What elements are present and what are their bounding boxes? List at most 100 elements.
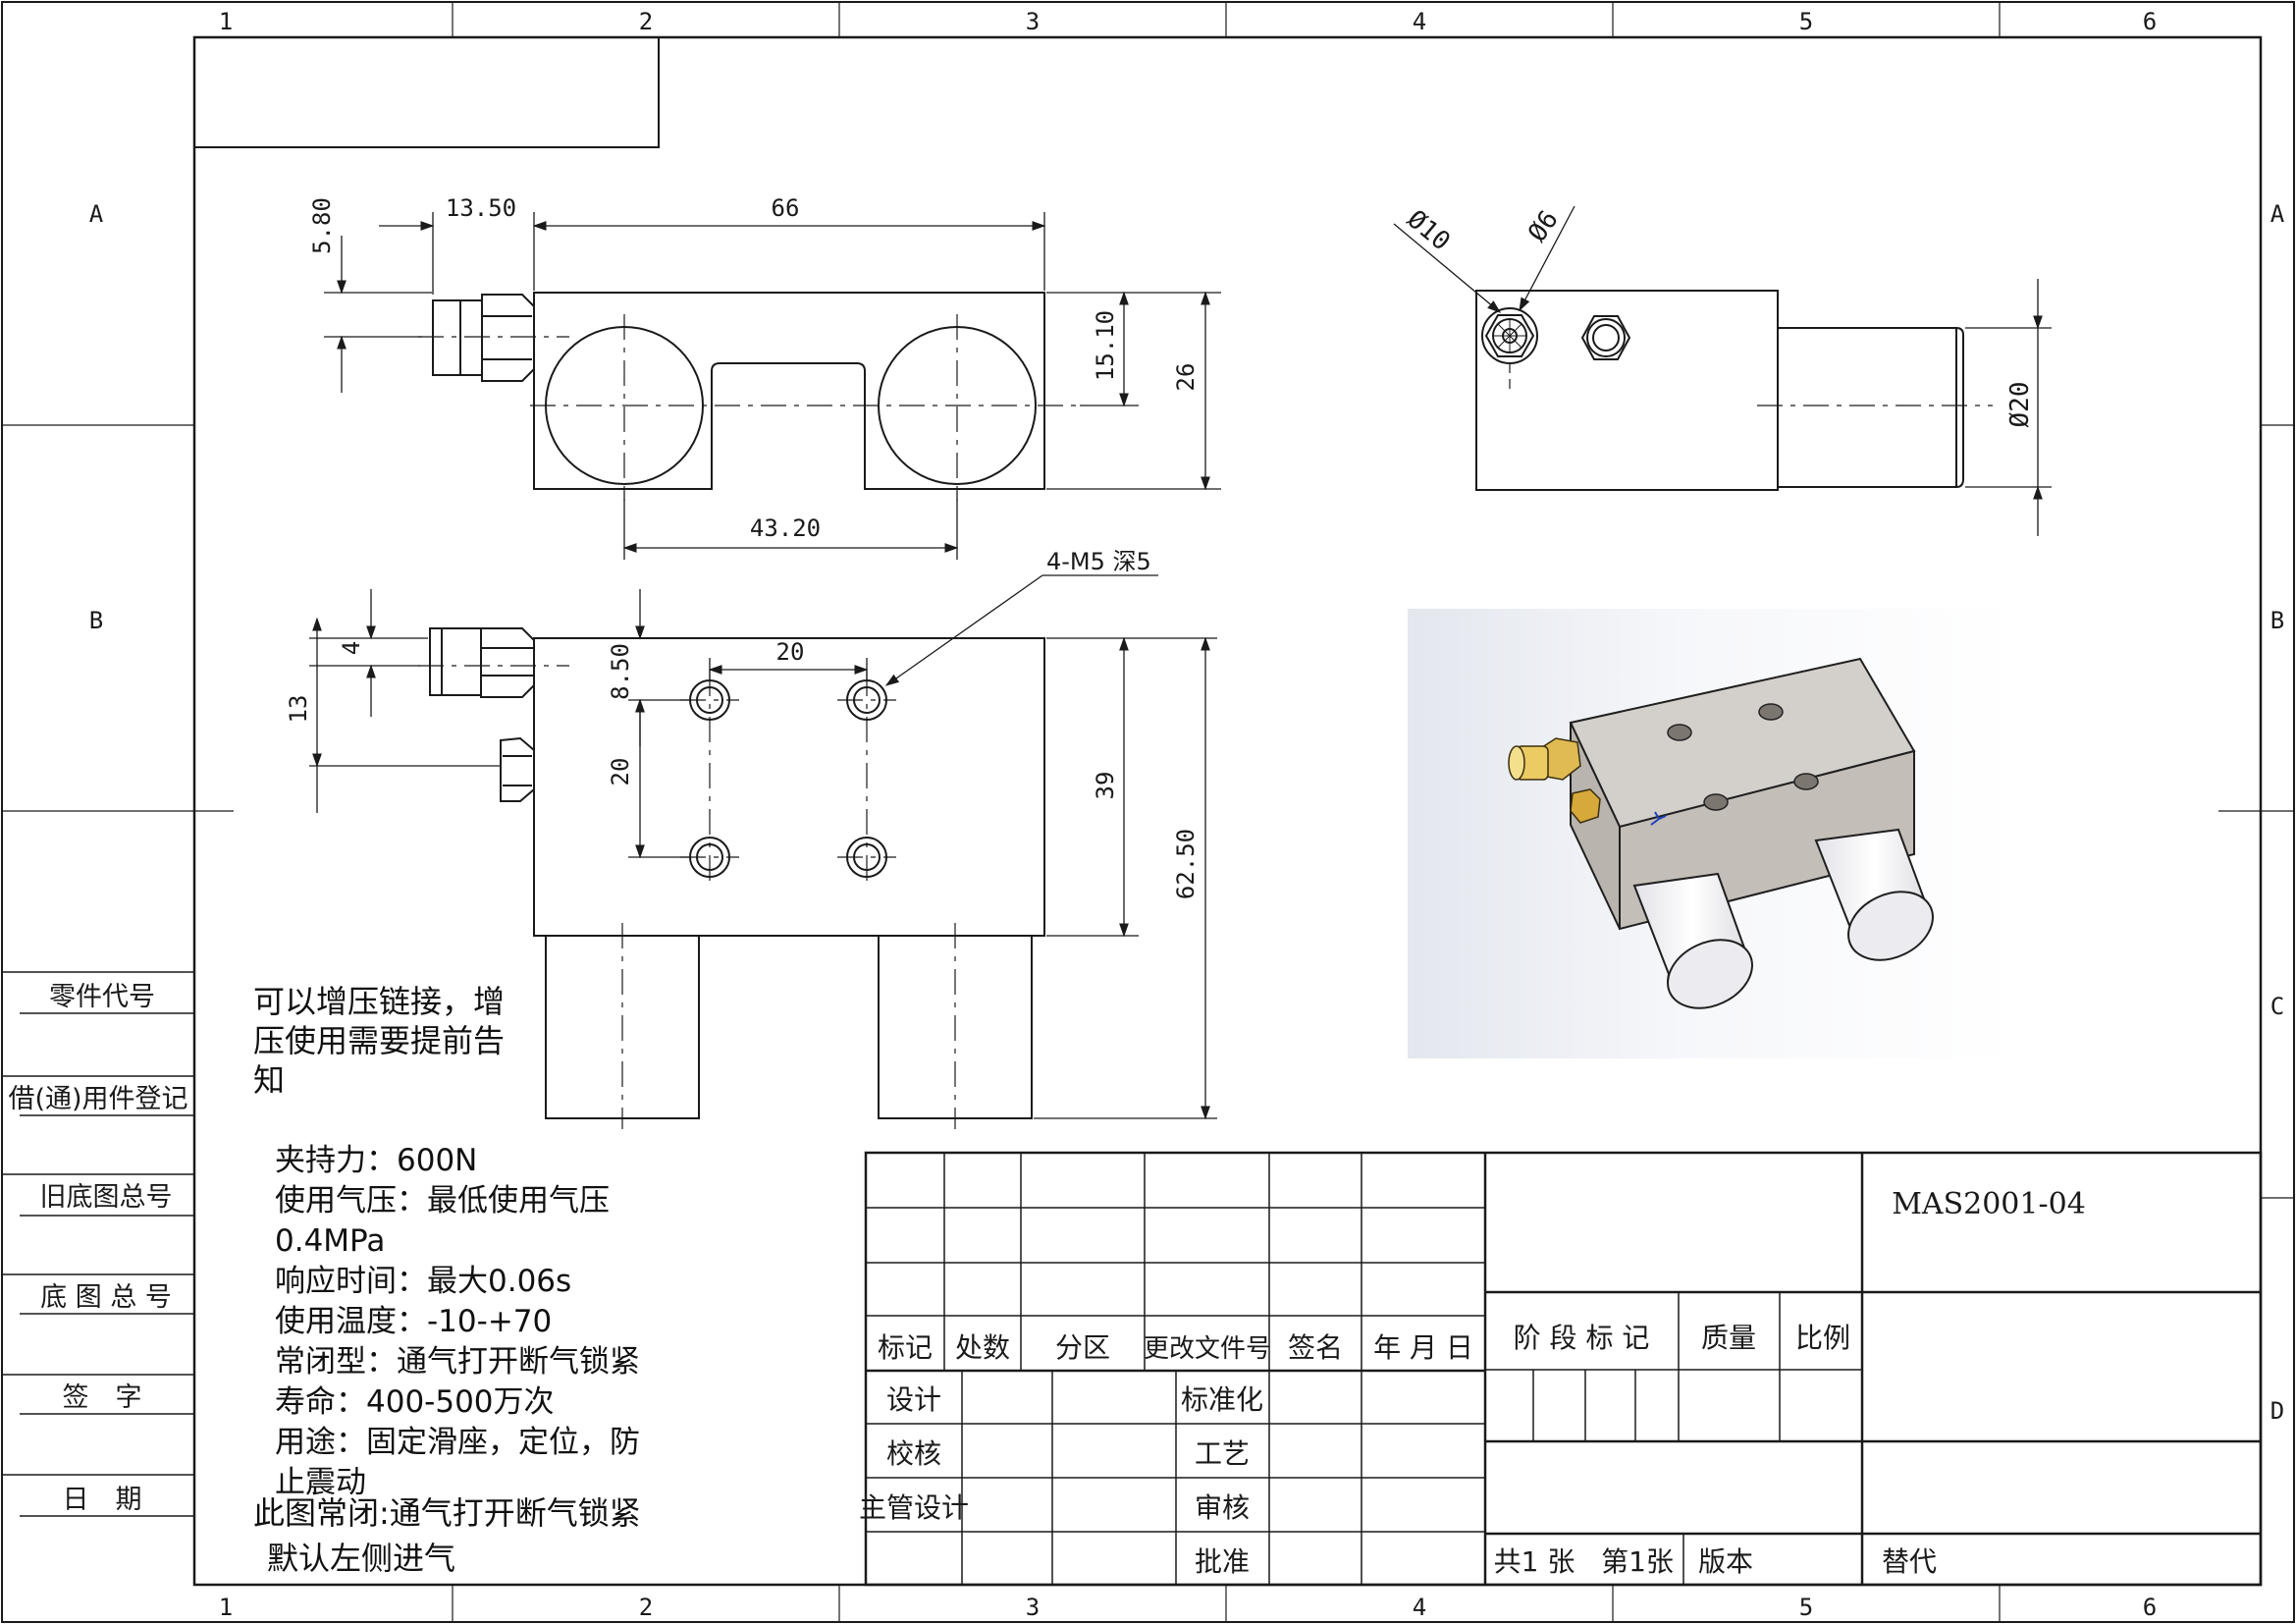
front-view-dimensions (324, 212, 1221, 560)
dim-20-horizontal: 20 (776, 638, 805, 666)
top-view (418, 627, 1045, 1129)
dim-dia-20: Ø20 (2005, 382, 2035, 428)
dim-dia-10: Ø10 (1402, 204, 1456, 256)
spec-line: 用途：固定滑座，定位，防 (275, 1425, 640, 1460)
scale-header: 比例 (1795, 1322, 1850, 1354)
dim-13: 13 (285, 695, 312, 724)
stage-mark-header: 阶 段 标 记 (1514, 1322, 1650, 1354)
role-review: 审核 (1195, 1491, 1250, 1524)
side-view-cylinder (1778, 327, 1964, 488)
dim-5-80: 5.80 (308, 197, 336, 254)
zone-col-3: 3 (1026, 8, 1040, 35)
role-design: 设计 (886, 1383, 941, 1416)
dim-4: 4 (338, 641, 365, 655)
header-signature: 签名 (1288, 1331, 1343, 1364)
dim-15-10: 15.10 (1092, 310, 1119, 381)
title-block (864, 1151, 2263, 1587)
closing-note-line: 默认左侧进气 (267, 1540, 456, 1577)
zone-col-6: 6 (2143, 8, 2157, 35)
spec-line: 0.4MPa (275, 1223, 386, 1259)
render-cylinder-left (1632, 872, 1753, 1009)
borrowed-part-label: 借(通)用件登记 (8, 1084, 187, 1114)
sheet-total: 共1 张 (1494, 1545, 1575, 1578)
zone-row-b-right: B (2270, 607, 2284, 634)
signature-label: 签 字 (63, 1382, 142, 1413)
render-fitting (1508, 737, 1601, 824)
spec-line: 夹持力：600N (275, 1143, 478, 1178)
version-label: 版本 (1698, 1545, 1753, 1578)
header-zone: 分区 (1055, 1331, 1110, 1364)
drawing-number: MAS2001-04 (1892, 1187, 2086, 1221)
spec-line: 止震动 (275, 1465, 366, 1500)
spec-line: 寿命：400-500万次 (275, 1384, 555, 1420)
dim-dia-6: Ø6 (1522, 205, 1565, 247)
base-total-label: 底 图 总 号 (40, 1282, 172, 1313)
spec-list: 夹持力：600N 使用气压：最低使用气压 0.4MPa 响应时间：最大0.06s… (275, 1141, 640, 1503)
role-standardization: 标准化 (1181, 1383, 1263, 1416)
zone-row-b-left: B (89, 607, 103, 634)
left-side-labels: 零件代号 借(通)用件登记 旧底图总号 底 图 总 号 签 字 日 期 (8, 982, 187, 1515)
render-cylinder-right (1814, 828, 1934, 961)
isometric-render (1408, 609, 2018, 1058)
title-block-text: 标记 处数 分区 更改文件号 签名 年 月 日 设计 校核 主管设计 标准化 工… (859, 1187, 2086, 1578)
sheet-number: 第1张 (1601, 1545, 1674, 1578)
closing-note: 此图常闭:通气打开断气锁紧 默认左侧进气 (253, 1490, 641, 1581)
dim-8-50: 8.50 (607, 643, 634, 700)
dim-20-vertical: 20 (607, 758, 634, 786)
dim-66: 66 (772, 194, 800, 222)
part-code-label: 零件代号 (49, 982, 155, 1012)
dim-26: 26 (1172, 363, 1200, 392)
closing-note-line: 此图常闭:通气打开断气锁紧 (253, 1494, 641, 1532)
zone-row-d-right: D (2270, 1397, 2284, 1425)
dim-62-50: 62.50 (1172, 829, 1200, 899)
role-lead-design: 主管设计 (859, 1491, 969, 1524)
side-view-body (1475, 290, 1779, 491)
zone-labels: 1 2 3 4 5 6 1 2 3 4 5 6 A B A B C D (89, 8, 2285, 1621)
dim-43-20: 43.20 (750, 514, 821, 542)
header-count: 处数 (955, 1331, 1010, 1364)
pressure-note: 可以增压链接，增 压使用需要提前告 知 (253, 982, 505, 1100)
dim-39: 39 (1092, 772, 1119, 800)
zone-col-1-bottom: 1 (219, 1594, 233, 1621)
role-approve: 批准 (1195, 1545, 1250, 1578)
thread-callout: 4-M5 深5 (1046, 548, 1151, 575)
thread-holes (689, 679, 887, 878)
old-base-label: 旧底图总号 (40, 1182, 173, 1213)
left-side-table (2, 971, 194, 1517)
pressure-note-line: 可以增压链接，增 (253, 983, 506, 1020)
mass-header: 质量 (1701, 1322, 1756, 1354)
front-view (418, 292, 1080, 501)
zone-row-a-left: A (89, 200, 104, 228)
side-view-dimensions (1393, 205, 2052, 536)
side-view (1475, 290, 1993, 491)
zone-col-5-bottom: 5 (1799, 1594, 1813, 1621)
top-view-dim-text: 4 13 8.50 20 20 39 62.50 4-M5 深5 (285, 548, 1200, 899)
role-process: 工艺 (1195, 1437, 1250, 1470)
zone-col-5: 5 (1799, 8, 1813, 35)
zone-col-2-bottom: 2 (639, 1594, 653, 1621)
date-label: 日 期 (63, 1485, 142, 1515)
pressure-note-line: 压使用需要提前告 (253, 1022, 506, 1059)
header-date: 年 月 日 (1373, 1331, 1473, 1364)
zone-row-c-right: C (2270, 993, 2284, 1020)
zone-col-3-bottom: 3 (1026, 1594, 1040, 1621)
header-mark: 标记 (878, 1331, 933, 1364)
replace-label: 替代 (1882, 1545, 1937, 1578)
role-check: 校核 (886, 1437, 941, 1470)
front-view-dim-text: 5.80 13.50 66 15.10 26 43.20 (308, 194, 1200, 542)
zone-col-4-bottom: 4 (1413, 1594, 1426, 1621)
spec-line: 常闭型：通气打开断气锁紧 (275, 1344, 640, 1380)
front-view-body-outline (533, 292, 1045, 490)
spec-line: 使用温度：-10-+70 (275, 1304, 553, 1339)
zone-col-4: 4 (1413, 8, 1426, 35)
zone-col-2: 2 (639, 8, 653, 35)
top-view-dimensions (309, 574, 1217, 1120)
pressure-note-line: 知 (253, 1061, 286, 1099)
spec-line: 使用气压：最低使用气压 (275, 1183, 610, 1218)
zone-row-a-right: A (2270, 200, 2285, 228)
dim-13-50: 13.50 (446, 194, 516, 222)
header-change-doc: 更改文件号 (1144, 1334, 1271, 1364)
zone-col-6-bottom: 6 (2143, 1594, 2157, 1621)
zone-col-1: 1 (219, 8, 233, 35)
